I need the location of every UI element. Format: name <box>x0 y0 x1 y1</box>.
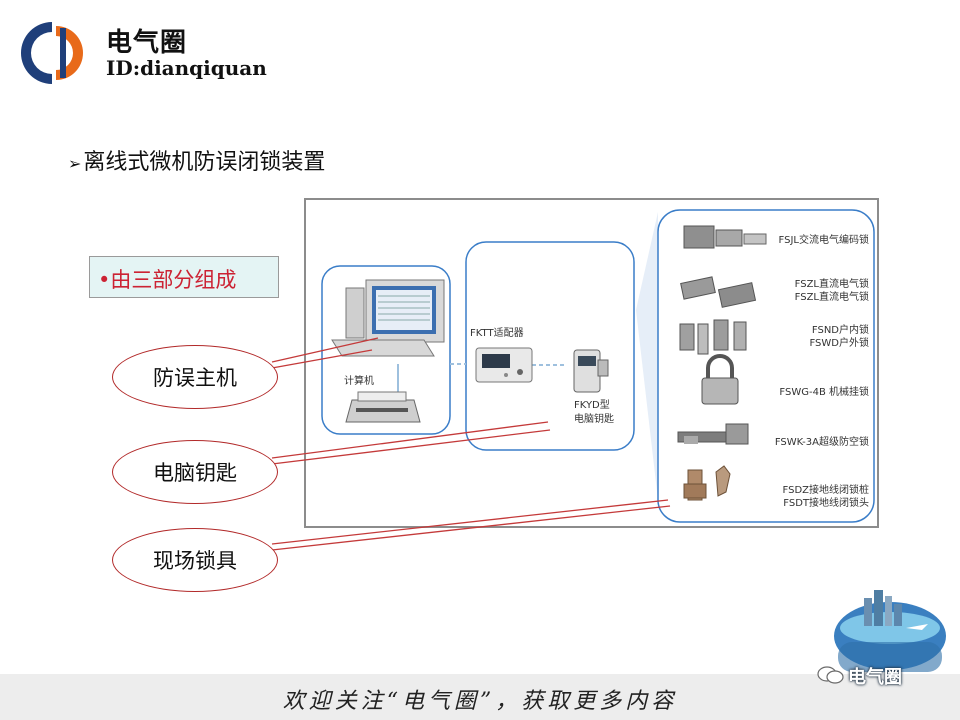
brand-logo-icon <box>20 21 83 84</box>
bullet-arrow-icon: ➢ <box>68 154 82 173</box>
callout-host-text: 防误主机 <box>153 366 237 390</box>
composition-text: •由三部分组成 <box>98 268 237 292</box>
adapter-label: FKTT适配器 <box>470 328 524 339</box>
city-globe-icon <box>834 590 946 672</box>
indoor-outdoor-lock-icon <box>679 319 747 355</box>
footer-text: 欢迎关注“电气圈”，获取更多内容 <box>282 689 678 714</box>
key-label-line1: FKYD型 <box>574 400 610 411</box>
locks-group-outline <box>657 209 875 523</box>
footer-bar <box>0 674 960 720</box>
wechat-icon <box>817 666 844 684</box>
footer-brand: 电气圈 <box>848 667 902 688</box>
callout-key-text: 电脑钥匙 <box>153 461 237 485</box>
key-label-line2: 电脑钥匙 <box>574 414 614 425</box>
computer-label: 计算机 <box>344 376 374 387</box>
encoded-lock-icon <box>683 225 767 249</box>
connection-beam <box>636 212 658 500</box>
callout-locks-text: 现场锁具 <box>153 549 237 573</box>
slide-heading: ➢离线式微机防误闭锁装置 <box>68 144 325 176</box>
lock-label-encoded: FSJL交流电气编码锁 <box>778 235 869 246</box>
computer-icon <box>331 279 445 357</box>
computer-key-icon <box>573 349 609 393</box>
composition-box: •由三部分组成 <box>89 256 279 298</box>
system-diagram: 计算机 FKTT适配器 FKYD型 电脑钥匙 FSJL交流电气编码锁 FSZL直… <box>304 198 879 528</box>
slide-heading-text: 离线式微机防误闭锁装置 <box>83 150 326 175</box>
lock-label-padlock: FSWG-4B 机械挂锁 <box>779 387 869 398</box>
adapter-icon <box>475 347 533 383</box>
lock-label-anti-air: FSWK-3A超级防空锁 <box>774 437 869 448</box>
callout-locks: 现场锁具 <box>112 528 278 592</box>
ground-lock-icon <box>683 465 731 501</box>
dc-lock-icon <box>680 276 757 308</box>
callout-key: 电脑钥匙 <box>112 440 278 504</box>
diagram-graphics <box>321 209 875 523</box>
logo-title: 电气圈 <box>106 28 188 58</box>
logo-id: ID:dianqiquan <box>106 56 267 80</box>
padlock-icon <box>701 354 739 405</box>
anti-air-lock-icon <box>677 423 749 445</box>
printer-icon <box>345 391 421 423</box>
callout-host: 防误主机 <box>112 345 278 409</box>
